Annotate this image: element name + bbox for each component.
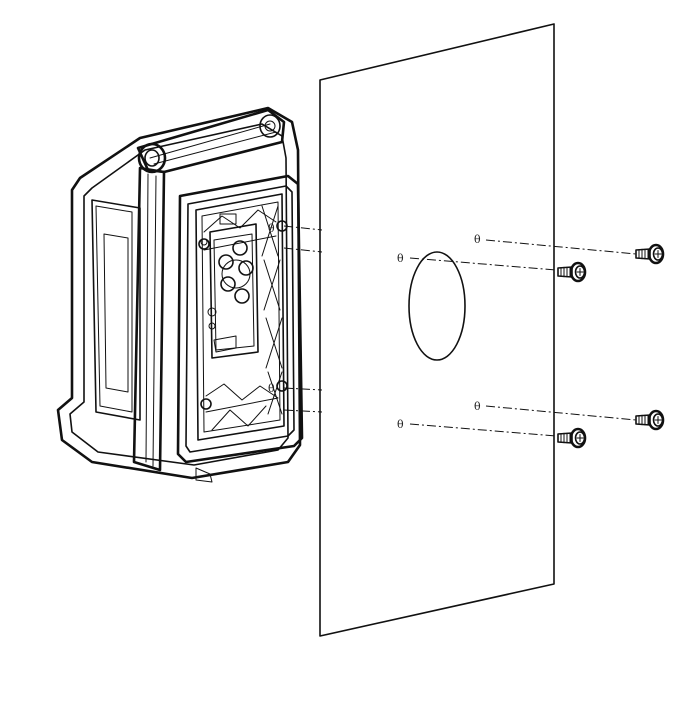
- hole-mark: θ: [268, 222, 275, 235]
- screw: [557, 427, 587, 449]
- screw: [557, 261, 587, 283]
- mounting-panel: [319, 23, 555, 637]
- hole-mark: θ: [397, 418, 404, 431]
- screw: [635, 243, 665, 265]
- hole-mark: θ: [268, 382, 275, 395]
- enclosure-housing: [56, 106, 304, 483]
- screw: [635, 409, 665, 431]
- hole-mark: θ: [474, 400, 481, 413]
- hole-mark: θ: [397, 252, 404, 265]
- alignment-lines: [283, 225, 637, 437]
- cable-entry-hole: [408, 251, 466, 361]
- hole-mark: θ: [474, 233, 481, 246]
- hole-marks: θ θ θ θ: [397, 233, 481, 431]
